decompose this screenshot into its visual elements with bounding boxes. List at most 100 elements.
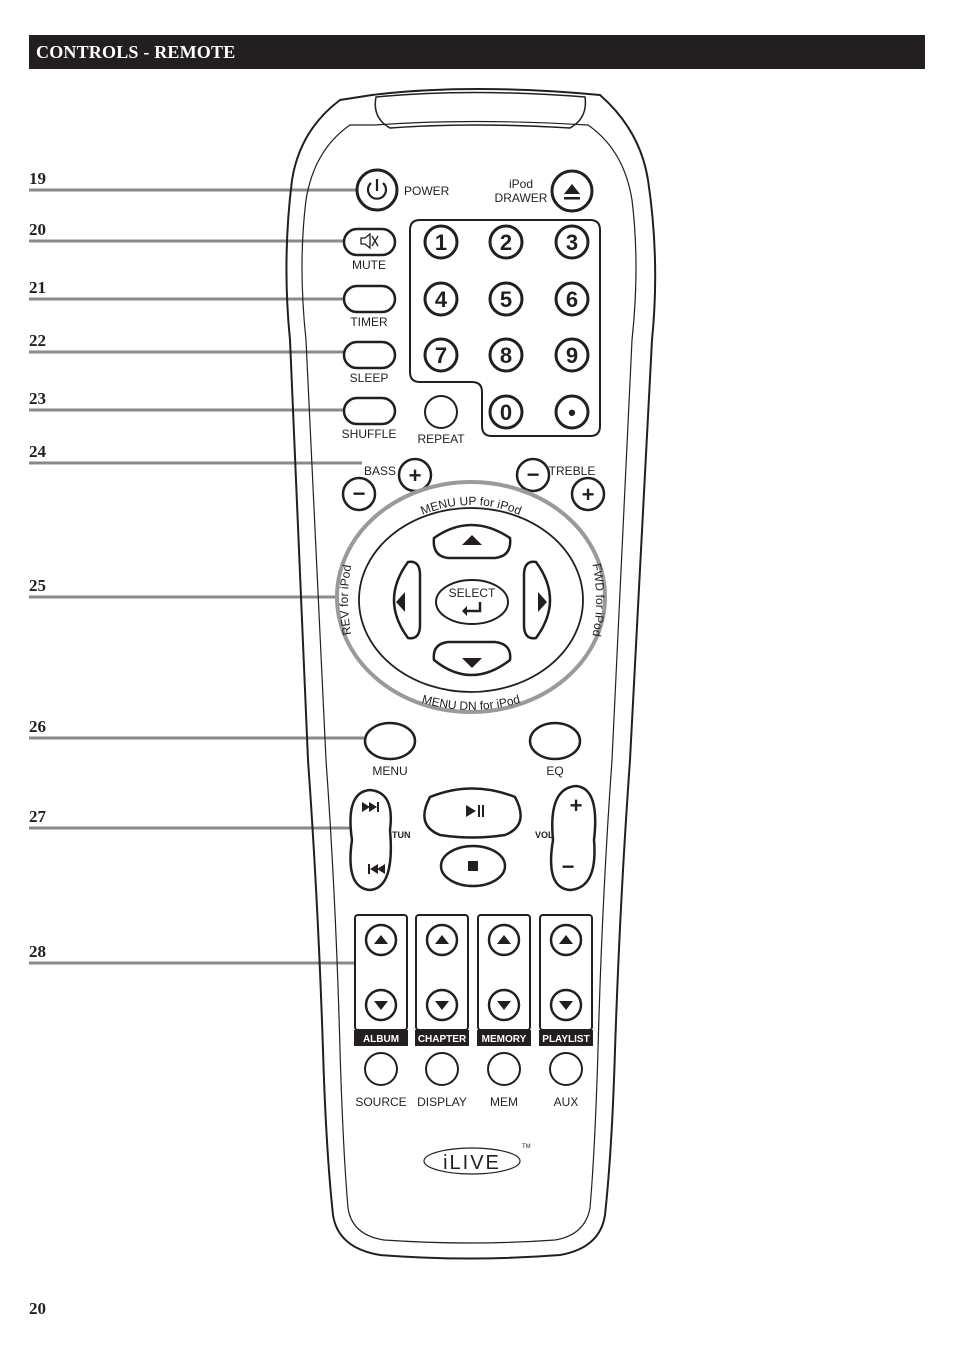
- down-arrow-icon: [462, 658, 482, 668]
- remote-body: [285, 88, 657, 1260]
- nav-right-button: [522, 560, 552, 640]
- nav-pad: [358, 507, 584, 693]
- remote-body-inner: [301, 120, 637, 1244]
- key-9-button: [554, 337, 590, 373]
- treble-minus-sign: −: [527, 462, 540, 487]
- callout-23: 23: [29, 389, 46, 408]
- volume-plus-sign: +: [570, 793, 583, 818]
- nav-left-button: [392, 560, 422, 640]
- group-album-tag: [354, 1030, 408, 1046]
- nav-down-label: MENU DN for iPod: [420, 692, 521, 713]
- key-5-button: [488, 281, 524, 317]
- shuffle-label: SHUFFLE: [342, 427, 397, 441]
- key-0-button: [488, 394, 524, 430]
- key-label: 4: [435, 287, 448, 312]
- down-arrow-icon: [497, 1001, 511, 1010]
- menu-label: MENU: [372, 764, 407, 778]
- shuffle-button: [342, 396, 397, 426]
- down-arrow-icon: [559, 1001, 573, 1010]
- section-header: CONTROLS - REMOTE: [29, 35, 925, 69]
- mute-label: MUTE: [352, 258, 386, 272]
- mute-icon: [360, 232, 379, 250]
- callout-22: 22: [29, 331, 46, 350]
- key-dot-button: [554, 394, 590, 430]
- timer-button: [342, 284, 397, 314]
- group-label: PLAYLIST: [542, 1034, 589, 1045]
- menu-button: [363, 721, 417, 761]
- group-chapter-tag: [415, 1030, 469, 1046]
- callout-19: 19: [29, 169, 46, 188]
- skip-forward-icon: [362, 802, 379, 812]
- repeat-label: REPEAT: [417, 432, 465, 446]
- key-label: 1: [435, 230, 447, 255]
- eject-icon: [564, 184, 580, 194]
- group-playlist-tag: [539, 1030, 593, 1046]
- select-button: [435, 579, 509, 625]
- ipod-group-controls: ALBUM CHAPTER MEMORY PLAYLIST: [354, 914, 593, 1046]
- eq-button: [528, 721, 582, 761]
- callout-24: 24: [29, 442, 46, 461]
- key-label: 6: [566, 287, 578, 312]
- group-label: MEMORY: [482, 1034, 527, 1045]
- up-arrow-icon: [559, 935, 573, 944]
- aux-button: [549, 1052, 583, 1086]
- group-label: CHAPTER: [418, 1034, 467, 1045]
- stop-icon: [468, 861, 478, 871]
- trademark: TM: [522, 1144, 531, 1150]
- key-label: •: [568, 400, 576, 425]
- tun-label: TUN: [392, 830, 411, 840]
- left-arrow-icon: [396, 592, 405, 612]
- group-label: ALBUM: [363, 1034, 399, 1045]
- key-label: 9: [566, 343, 578, 368]
- bass-minus-sign: −: [353, 481, 366, 506]
- key-3-button: [554, 224, 590, 260]
- key-4-button: [423, 281, 459, 317]
- select-label: SELECT: [449, 586, 496, 600]
- key-8-button: [488, 337, 524, 373]
- repeat-button: [424, 395, 458, 429]
- bass-minus-button: [341, 476, 377, 512]
- up-arrow-icon: [374, 935, 388, 944]
- treble-plus-sign: +: [582, 482, 595, 507]
- callout-27: 27: [29, 807, 46, 826]
- key-label: 3: [566, 230, 578, 255]
- callout-21: 21: [29, 278, 46, 297]
- bass-label: BASS: [364, 464, 396, 478]
- treble-plus-button: [570, 476, 606, 512]
- key-1-button: [423, 224, 459, 260]
- keypad-frame: [409, 219, 601, 437]
- ipod-drawer-label-1: iPod: [509, 177, 533, 191]
- vol-label: VOL: [535, 830, 554, 840]
- treble-minus-button: [515, 457, 551, 493]
- brand-logo: iLIVE: [443, 1152, 501, 1174]
- skip-back-icon: [368, 864, 385, 874]
- sleep-label: SLEEP: [350, 371, 389, 385]
- nav-right-label: FWD for iPod: [590, 562, 608, 638]
- sleep-button: [342, 340, 397, 370]
- timer-label: TIMER: [350, 315, 388, 329]
- eq-label: EQ: [546, 764, 563, 778]
- mem-label: MEM: [490, 1095, 518, 1109]
- callout-28: 28: [29, 942, 46, 961]
- key-7-button: [423, 337, 459, 373]
- play-pause-icon: [466, 805, 484, 817]
- ir-window: [374, 91, 587, 129]
- display-label: DISPLAY: [417, 1095, 467, 1109]
- callout-25: 25: [29, 576, 46, 595]
- key-6-button: [554, 281, 590, 317]
- mem-button: [487, 1052, 521, 1086]
- source-label: SOURCE: [355, 1095, 406, 1109]
- power-icon: [366, 182, 388, 200]
- section-title: CONTROLS - REMOTE: [36, 42, 236, 62]
- key-label: 8: [500, 343, 512, 368]
- leader-lines: [29, 188, 376, 965]
- key-2-button: [488, 224, 524, 260]
- right-arrow-icon: [538, 592, 547, 612]
- tuner-rocker: [349, 788, 393, 892]
- nav-left-label: REV for iPod: [337, 564, 354, 637]
- volume-minus-sign: −: [562, 854, 575, 879]
- display-button: [425, 1052, 459, 1086]
